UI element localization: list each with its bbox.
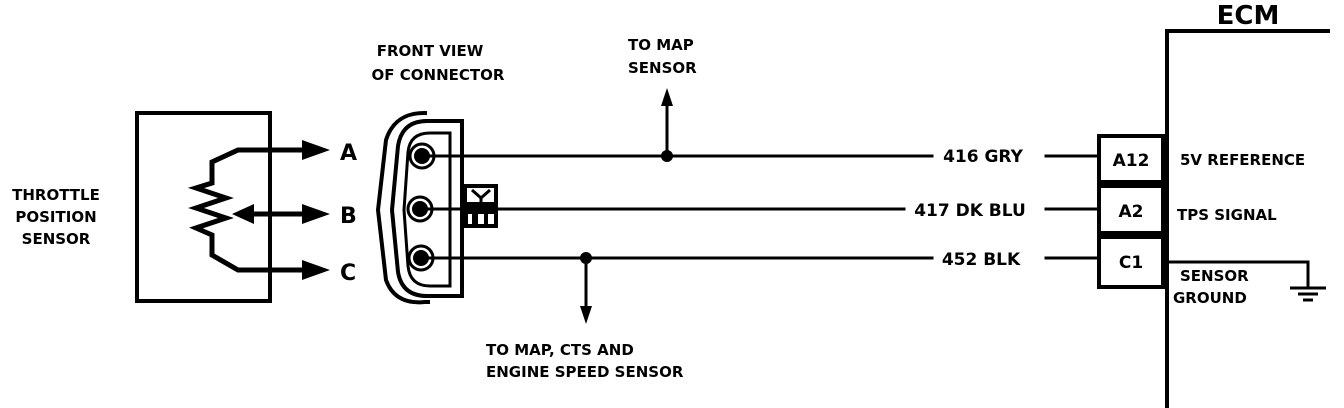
wiper-arrow-icon: [232, 204, 254, 224]
splice-bottom-label-line-1: TO MAP, CTS AND: [486, 341, 634, 359]
sensor-pin-c-label: C: [340, 261, 356, 286]
wire-a-circuit-label: 416 GRY: [943, 147, 1024, 167]
potentiometer-resistor-icon: [187, 147, 323, 273]
arrow-up-icon: [661, 88, 673, 106]
ecm-pin-c1-label: C1: [1119, 253, 1143, 273]
sensor-housing: [135, 111, 272, 303]
splice-top-label-line-1: TO MAP: [628, 36, 694, 54]
ecm-pin-a12-box: [1097, 134, 1165, 184]
ecm: ECM A12 A2 C1 5V REFERENCE TPS SIGNAL SE…: [1097, 1, 1330, 408]
splice-top-label-line-2: SENSOR: [628, 59, 697, 77]
wire-b: 417 DK BLU: [418, 201, 1100, 221]
sensor-pin-b-label: B: [340, 204, 357, 229]
ground-symbol-icon: [1290, 286, 1326, 302]
ecm-function-5v-reference: 5V REFERENCE: [1180, 151, 1305, 169]
pin-c-arrow-icon: [302, 260, 330, 280]
pin-b-arrow-icon: [302, 204, 330, 224]
splice-bottom-label-line-2: ENGINE SPEED SENSOR: [486, 363, 684, 381]
lock-tab-slot-3: [488, 214, 494, 224]
connector-title-line-2: OF CONNECTOR: [372, 66, 505, 84]
ecm-pin-a2-box: [1097, 184, 1165, 235]
ecm-pin-a12-label: A12: [1113, 151, 1150, 171]
wire-c-circuit-label: 452 BLK: [942, 250, 1021, 270]
ecm-function-sensor-ground-line-1: SENSOR: [1180, 267, 1249, 285]
ecm-boundary: [1165, 29, 1330, 408]
connector-outer-shell: [375, 110, 430, 305]
splice-to-map-cts-engine-speed: TO MAP, CTS AND ENGINE SPEED SENSOR: [486, 252, 684, 381]
wire-c: 452 BLK: [419, 250, 1100, 270]
ecm-function-sensor-ground-line-2: GROUND: [1173, 289, 1247, 307]
connector-body: [389, 119, 464, 298]
lock-tab-slot-1: [468, 214, 472, 224]
connector-front-view: FRONT VIEW OF CONNECTOR: [372, 42, 505, 305]
pin-a-arrow-icon: [302, 140, 330, 160]
wire-a: 416 GRY: [420, 147, 1100, 167]
wire-b-circuit-label: 417 DK BLU: [914, 201, 1026, 221]
ecm-pin-a2-label: A2: [1119, 202, 1144, 222]
arrow-down-icon: [580, 306, 592, 324]
sensor-pin-a-label: A: [340, 141, 357, 166]
ecm-label: ECM: [1217, 1, 1280, 31]
splice-to-map-sensor: TO MAP SENSOR: [628, 36, 697, 162]
connector-inner-face: [402, 131, 452, 288]
throttle-position-sensor: THROTTLE POSITION SENSOR A B C: [12, 111, 357, 303]
lock-tab-slot-2: [478, 214, 484, 224]
ecm-pin-c1-box: [1097, 235, 1165, 289]
sensor-label-line-3: SENSOR: [22, 230, 91, 248]
ground-wire: [1165, 260, 1310, 290]
sensor-label-line-1: THROTTLE: [12, 186, 100, 204]
sensor-label-line-2: POSITION: [15, 208, 96, 226]
ecm-function-tps-signal: TPS SIGNAL: [1177, 206, 1277, 224]
connector-title-line-1: FRONT VIEW: [377, 42, 484, 60]
